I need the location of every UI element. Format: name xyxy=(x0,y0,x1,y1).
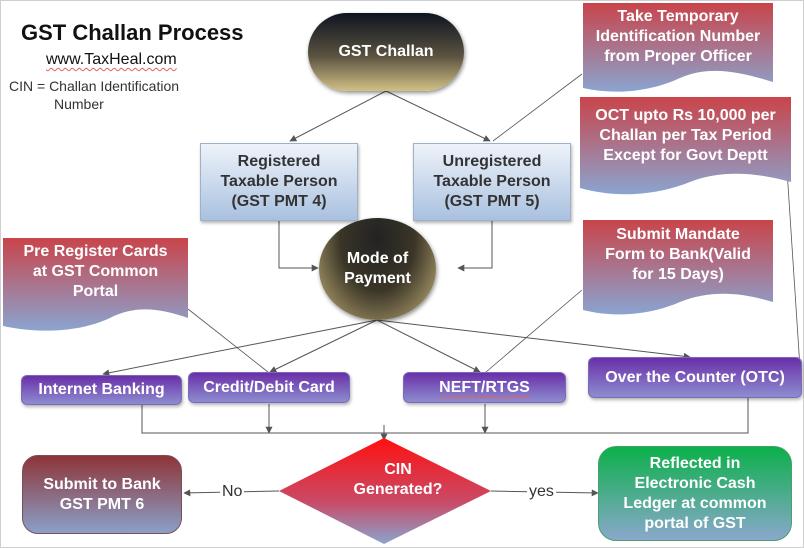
unregistered-line3: (GST PMT 5) xyxy=(444,193,540,210)
edge-otc-collector xyxy=(384,398,749,434)
edge-registered-mode xyxy=(278,220,319,272)
unregistered-line1: Unregistered xyxy=(442,153,542,170)
registered-line3: (GST PMT 4) xyxy=(231,193,327,210)
oct-line1: OCT upto Rs 10,000 per xyxy=(595,107,776,124)
registered-line2: Taxable Person xyxy=(220,173,338,190)
page-title: GST Challan Process xyxy=(21,20,244,45)
edge-challan-unregistered xyxy=(385,90,491,142)
submit-bank-line1: Submit to Bank xyxy=(43,475,161,493)
reflected-line3: Ledger at common xyxy=(623,494,767,512)
cin-decision-line1: CIN xyxy=(384,461,412,478)
note-mandate: Submit Mandate Form to Bank(Valid for 15… xyxy=(583,221,773,306)
reflected-line4: portal of GST xyxy=(644,514,746,532)
note-shape-oct xyxy=(580,97,791,195)
edge-note-oct xyxy=(786,169,801,369)
registered-line1: Registered xyxy=(237,153,321,170)
cin-legend-line1: CIN = Challan Identification xyxy=(9,78,180,94)
edge-note-tempid xyxy=(492,73,583,142)
node-neft-rtgs[interactable]: NEFT/RTGS xyxy=(403,372,566,403)
reflected-line2: Electronic Cash xyxy=(634,474,756,492)
edge-mode-card xyxy=(269,319,378,373)
cin-legend: CIN = Challan Identification Number xyxy=(9,77,179,113)
mandate-line2: Form to Bank(Valid xyxy=(605,246,751,263)
node-internet-banking[interactable]: Internet Banking xyxy=(21,375,182,405)
note-shape-tempid xyxy=(583,3,773,92)
note-shape-preregister xyxy=(3,238,188,331)
edge-challan-registered xyxy=(289,90,387,142)
note-pre-register: Pre Register Cards at GST Common Portal xyxy=(3,238,188,323)
mandate-line3: for 15 Days) xyxy=(632,266,724,283)
mode-line1: Mode of xyxy=(346,250,409,267)
cin-decision-label: CIN Generated? xyxy=(280,460,516,500)
temp-id-line3: from Proper Officer xyxy=(604,48,752,65)
cin-decision-line2: Generated? xyxy=(353,481,443,498)
node-reflected-ledger[interactable]: Reflected in Electronic Cash Ledger at c… xyxy=(598,446,792,541)
note-oct-limit: OCT upto Rs 10,000 per Challan per Tax P… xyxy=(580,98,791,188)
edge-label-yes: yes xyxy=(527,483,556,501)
node-unregistered-person[interactable]: Unregistered Taxable Person (GST PMT 5) xyxy=(413,143,571,221)
edge-label-no: No xyxy=(220,483,245,501)
edge-unregistered-mode xyxy=(457,220,493,272)
edge-note-mandate xyxy=(485,289,583,373)
otc-label: Over the Counter (OTC) xyxy=(605,368,785,386)
pre-register-line1: Pre Register Cards xyxy=(23,243,168,260)
neft-rtgs-label: NEFT/RTGS xyxy=(439,378,530,396)
cin-legend-line2: Number xyxy=(54,96,104,112)
temp-id-line2: Identification Number xyxy=(595,28,761,45)
oct-line2: Challan per Tax Period xyxy=(599,127,772,144)
node-over-the-counter[interactable]: Over the Counter (OTC) xyxy=(588,357,802,398)
internet-banking-label: Internet Banking xyxy=(38,381,165,398)
mandate-line1: Submit Mandate xyxy=(616,226,740,243)
node-gst-challan-label: GST Challan xyxy=(338,43,434,60)
node-registered-person[interactable]: Registered Taxable Person (GST PMT 4) xyxy=(200,143,358,221)
pre-register-line3: Portal xyxy=(72,283,119,300)
mode-line2: Payment xyxy=(344,270,411,287)
node-credit-debit-card[interactable]: Credit/Debit Card xyxy=(188,372,350,403)
edge-internet-collector xyxy=(141,404,384,434)
edge-mode-internet xyxy=(102,319,378,377)
pre-register-line2: at GST Common xyxy=(32,263,159,280)
credit-debit-card-label: Credit/Debit Card xyxy=(203,378,335,396)
note-temp-id: Take Temporary Identification Number fro… xyxy=(583,3,773,88)
temp-id-line1: Take Temporary xyxy=(617,8,739,25)
edge-mode-neft xyxy=(376,319,481,373)
edge-mode-otc xyxy=(376,319,691,360)
reflected-line1: Reflected in xyxy=(649,454,741,472)
node-submit-to-bank[interactable]: Submit to Bank GST PMT 6 xyxy=(22,455,182,534)
note-shape-mandate xyxy=(583,220,773,315)
website-link[interactable]: www.TaxHeal.com xyxy=(46,51,177,68)
submit-bank-line2: GST PMT 6 xyxy=(59,495,145,513)
cin-decision-diamond xyxy=(279,438,491,544)
unregistered-line2: Taxable Person xyxy=(433,173,551,190)
edge-note-preregister xyxy=(187,308,269,373)
oct-line3: Except for Govt Deptt xyxy=(603,147,768,164)
node-gst-challan[interactable]: GST Challan xyxy=(308,13,464,91)
node-mode-of-payment[interactable]: Mode of Payment xyxy=(319,218,436,320)
